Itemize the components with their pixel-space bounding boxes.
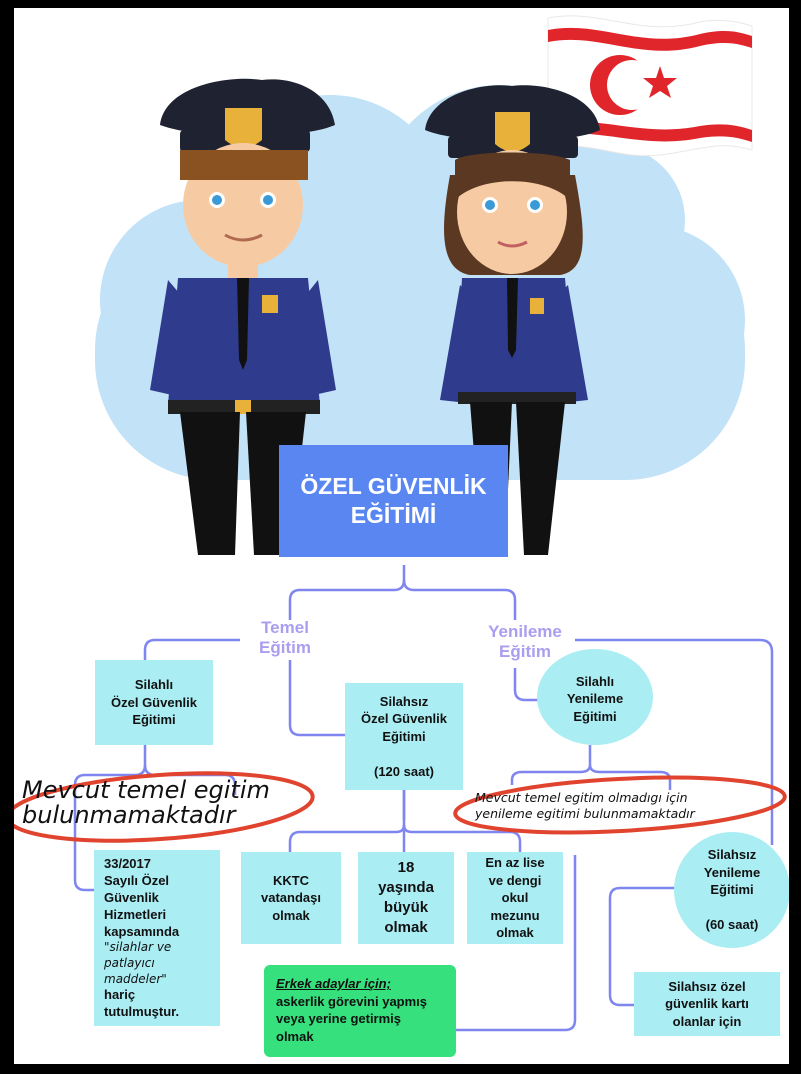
frame-border-top <box>0 0 801 8</box>
male-candidate-body: askerlik görevini yapmış veya yerine get… <box>276 993 428 1044</box>
male-candidate-heading: Erkek adaylar için; <box>276 976 391 991</box>
node-18-yas: 18 yaşında büyük olmak <box>358 852 454 944</box>
node-silahsiz-kart: Silahsız özel güvenlik kartı olanlar içi… <box>634 972 780 1036</box>
frame-border-right <box>789 0 801 1074</box>
silahli-yenileme-ellipse <box>537 649 653 745</box>
node-silahli-ozel-guvenlik: Silahlı Özel Güvenlik Eğitimi <box>95 660 213 745</box>
node-silahli-yenileme: Silahlı Yenileme Eğitimi <box>566 673 624 724</box>
law-note: 33/2017 Sayılı Özel Güvenlik Hizmetleri … <box>94 850 220 1026</box>
female-officer-illustration <box>425 85 600 555</box>
node-silahsiz-yenileme: Silahsız Yenileme Eğitimi (60 saat) <box>703 847 761 933</box>
node-lise-mezunu: En az lise ve dengi okul mezunu olmak <box>467 852 563 944</box>
male-candidate-note: Erkek adaylar için; askerlik görevini ya… <box>264 965 456 1057</box>
frame-border-left <box>0 0 14 1074</box>
branch-label-temel: Temel Eğitim <box>259 618 311 658</box>
node-kktc-vatandasi: KKTC vatandaşı olmak <box>241 852 341 944</box>
law-note-text-end: hariç tutulmuştur. <box>104 987 180 1020</box>
frame-border-bottom <box>0 1064 801 1074</box>
handwritten-note-right: Mevcut temel egitim olmadıgı için yenile… <box>475 790 695 821</box>
branch-label-yenileme: Yenileme Eğitim <box>488 622 562 662</box>
law-note-text: 33/2017 Sayılı Özel Güvenlik Hizmetleri … <box>104 856 180 939</box>
node-silahsiz-ozel-guvenlik: Silahsız Özel Güvenlik Eğitimi (120 saat… <box>345 683 463 790</box>
law-note-italic: "silahlar ve patlayıcı maddeler" <box>104 940 172 986</box>
diagram-title: ÖZEL GÜVENLİK EĞİTİMİ <box>279 445 508 557</box>
male-officer-illustration <box>150 78 336 555</box>
handwritten-note-left: Mevcut temel egitim bulunmamaktadır <box>22 776 270 830</box>
silahsiz-yenileme-ellipse <box>674 832 790 948</box>
flag-icon <box>547 15 753 157</box>
